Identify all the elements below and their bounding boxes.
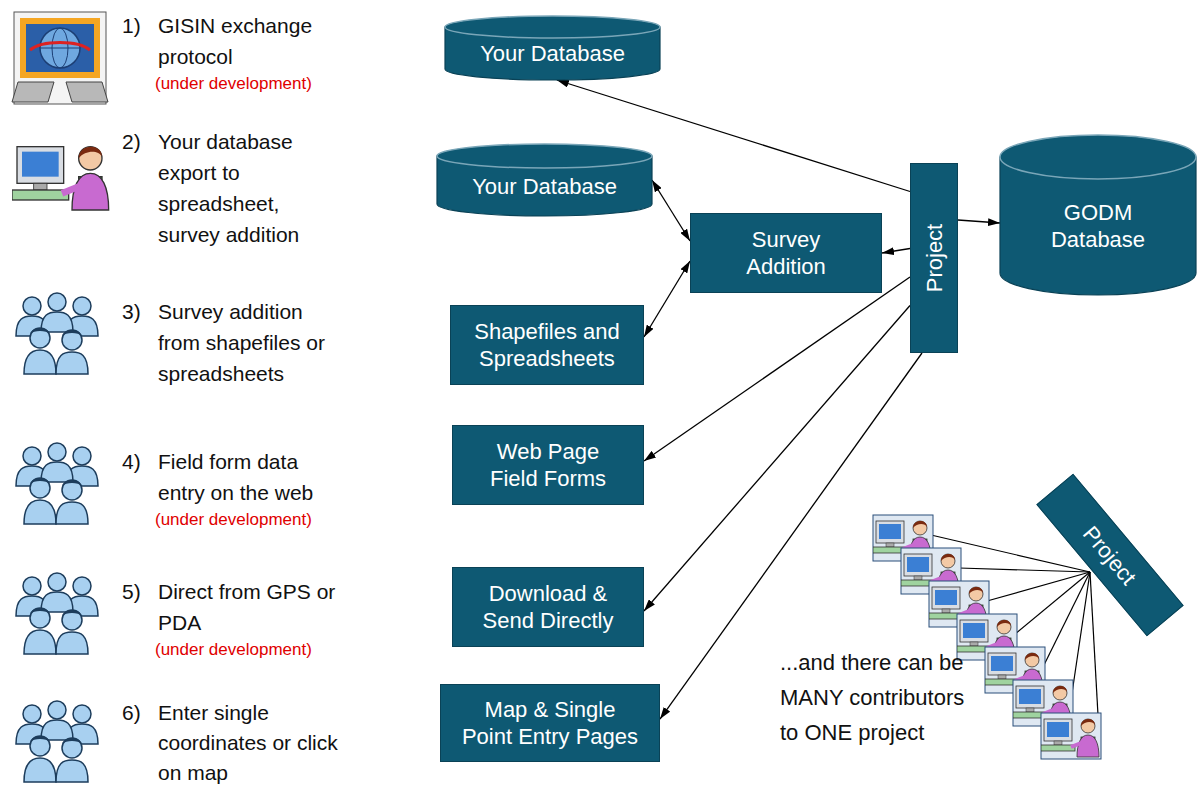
connector-arrow [958,220,1000,223]
callout-number: 4) [122,446,141,477]
node-label: Map & Single Point Entry Pages [459,696,641,750]
node-label: GODM Database [1023,199,1173,253]
connector-arrow [652,180,690,241]
callout-number: 6) [122,698,141,728]
process-box: Shapefiles and Spreadsheets [450,305,644,385]
node-label: Web Page Field Forms [478,438,618,492]
callout-number: 1) [122,10,141,41]
wrap-spacer [858,750,968,778]
node-label: Download & Send Directly [466,580,631,634]
process-box: Download & Send Directly [452,567,644,647]
process-box: Map & Single Point Entry Pages [440,684,660,762]
connector-arrow [644,306,910,612]
step-text: Direct from GPS or PDA [158,576,363,638]
globe-icon [12,12,108,104]
node-label: Survey Addition [726,226,846,280]
step-text: GISIN exchange protocol [158,10,334,72]
database-cylinder: GODM Database [1000,135,1196,295]
callout-number: 3) [122,296,141,327]
node-label: Project [921,224,948,292]
people-icon [16,573,98,654]
status-note: (under development) [155,508,312,532]
step-text: Your database export to spreadsheet, sur… [158,126,334,250]
process-box: Survey Addition [690,213,882,293]
connector-arrow [644,277,910,461]
status-note: (under development) [155,638,312,662]
project-box: Project [1036,474,1183,637]
people-icon [16,443,98,524]
database-cylinder: Your Database [437,144,652,216]
step-text: Survey addition from shapefiles or sprea… [158,296,338,389]
node-label: Your Database [472,173,617,200]
step-text: Enter single coordinates or click on map [158,698,363,788]
user-icon [12,147,109,210]
people-icon [16,293,98,374]
node-label: Shapefiles and Spreadsheets [462,318,632,372]
callout-number: 2) [122,126,141,157]
project-bar: Project [910,163,958,353]
step-text: Field form data entry on the web [158,446,334,508]
people-icon [16,701,98,782]
database-cylinder: Your Database [445,16,660,80]
status-note: (under development) [155,72,312,96]
connector-arrow [882,249,910,254]
callout-number: 5) [122,576,141,607]
connector-arrow [644,261,690,337]
process-box: Web Page Field Forms [452,425,644,505]
node-label: Your Database [480,40,625,67]
node-label: Project [1078,520,1143,590]
note-text: ...and there can be MANY contributors to… [780,645,968,778]
